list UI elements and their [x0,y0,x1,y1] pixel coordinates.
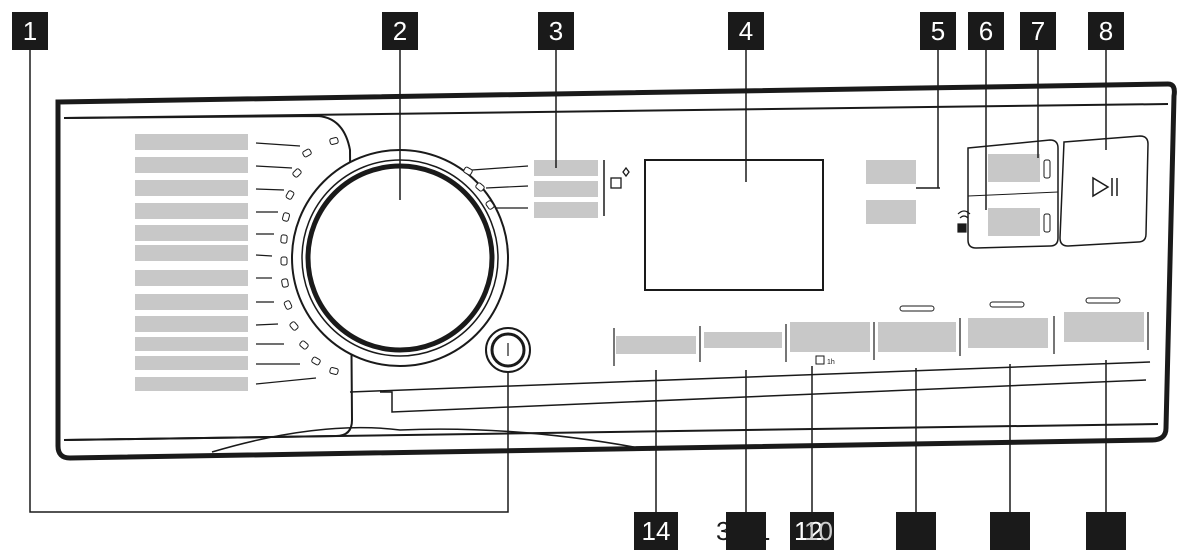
callout-13-digit-b: 1 [756,516,771,546]
indicator-dashes [899,297,1121,312]
steam-option-buttons[interactable] [534,160,598,218]
program-label [135,337,248,351]
steam-option [534,202,598,218]
delay-button-up [866,160,916,184]
callout-11 [896,512,936,550]
callout-10 [990,512,1030,550]
callout-6: 6 [968,12,1004,50]
program-label [135,294,248,310]
display-screen [644,159,824,291]
program-label [135,180,248,196]
callout-13: 3 1 [716,512,770,550]
wifi-icon [957,210,971,233]
callout-4: 4 [728,12,764,50]
bottom-option-buttons[interactable] [613,312,1149,366]
program-leader-lines [255,142,317,385]
start-pause-button[interactable] [1059,135,1149,247]
timer-icon: 1h [815,355,835,366]
program-label [135,270,248,286]
callout-1: 1 [12,12,48,50]
drawer-step [380,379,1147,413]
option-button-10 [968,318,1048,348]
option-button-11 [878,322,956,352]
program-label [135,316,248,332]
callout-14: 14 [634,512,678,550]
callout-5: 5 [920,12,956,50]
delay-buttons[interactable] [866,160,916,224]
program-label [135,157,248,173]
drawer-ledge [349,361,1151,393]
option-button-9 [1064,312,1144,342]
program-label [135,134,248,150]
callout-10-text: 10 [804,516,833,546]
delay-button-down [866,200,916,224]
svg-text:1h: 1h [827,359,835,366]
remote-frame [967,139,1059,249]
option-button-7[interactable] [988,154,1040,182]
program-label [135,203,248,219]
program-label [135,225,248,241]
drawer-curve [211,426,651,453]
remote-start-button[interactable] [988,208,1040,236]
callout-7: 7 [1020,12,1056,50]
steam-icon [610,166,630,189]
power-button[interactable] [485,327,531,373]
callout-12: 12 10 [790,512,834,550]
program-dial[interactable] [291,149,509,367]
callout-leaders [29,50,1107,513]
callout-12-text: 12 [794,516,823,546]
steam-option [534,181,598,197]
option-button-14 [616,336,696,354]
callout-3: 3 [538,12,574,50]
callout-2: 2 [382,12,418,50]
steam-leds [463,166,495,210]
steam-option [534,160,598,176]
callout-8: 8 [1088,12,1124,50]
option-button-12 [790,322,870,352]
callout-9 [1086,512,1126,550]
program-label [135,245,248,261]
program-label [135,356,248,370]
option-button-13 [704,332,782,348]
start-pause-icon [1092,176,1110,198]
dial-led-ring [280,137,339,375]
program-label [135,377,248,391]
callout-13-digit-a: 3 [716,516,731,546]
program-labels [135,134,248,391]
